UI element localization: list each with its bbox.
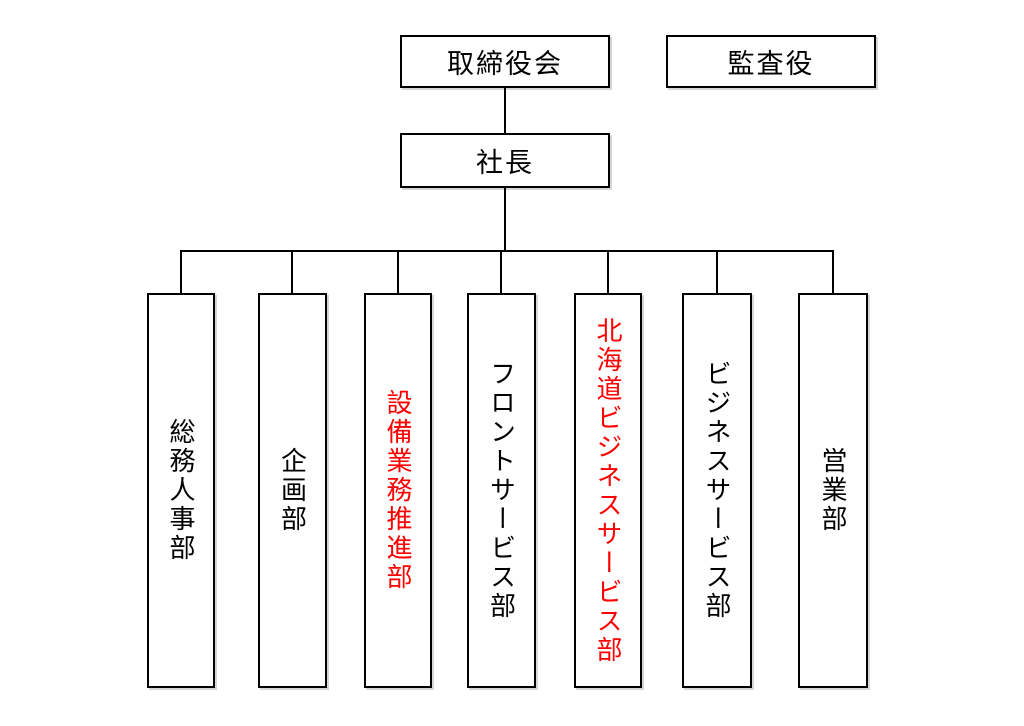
connector-drop-3: [397, 250, 399, 293]
connector-board-to-president: [504, 88, 506, 133]
connector-drop-6: [716, 250, 718, 293]
dept-label-planning: 企画部: [277, 447, 308, 534]
dept-box-planning: 企画部: [258, 293, 327, 688]
dept-label-facility-operations-promotion: 設備業務推進部: [383, 389, 413, 592]
node-board-of-directors: 取締役会: [400, 35, 610, 88]
dept-label-front-service: フロントサービス部: [486, 360, 517, 621]
dept-label-sales: 営業部: [818, 447, 848, 534]
node-auditor: 監査役: [666, 35, 876, 88]
board-of-directors-label: 取締役会: [447, 49, 563, 79]
connector-president-to-bus: [504, 188, 506, 250]
dept-box-hokkaido-business-service: 北海道ビジネスサービス部: [574, 293, 642, 688]
dept-box-business-service: ビジネスサービス部: [682, 293, 752, 688]
connector-drop-7: [832, 250, 834, 293]
dept-label-business-service: ビジネスサービス部: [702, 360, 732, 621]
node-president: 社長: [400, 133, 610, 188]
connector-drop-2: [291, 250, 293, 293]
connector-bus: [180, 250, 834, 252]
dept-label-hokkaido-business-service: 北海道ビジネスサービス部: [593, 316, 623, 665]
dept-box-general-affairs-hr: 総務人事部: [147, 293, 215, 688]
dept-box-sales: 営業部: [798, 293, 868, 688]
connector-drop-4: [500, 250, 502, 293]
connector-drop-5: [607, 250, 609, 293]
auditor-label: 監査役: [727, 49, 815, 79]
president-label: 社長: [476, 148, 534, 178]
dept-box-facility-operations-promotion: 設備業務推進部: [364, 293, 432, 688]
dept-label-general-affairs-hr: 総務人事部: [166, 418, 196, 563]
dept-box-front-service: フロントサービス部: [467, 293, 536, 688]
connector-drop-1: [180, 250, 182, 293]
